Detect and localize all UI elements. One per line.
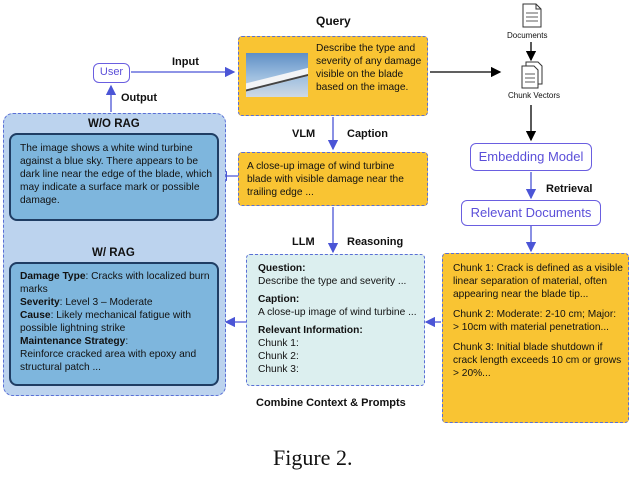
documents-label: Documents [507, 31, 548, 40]
w-rag-item: Severity: Level 3 – Moderate [20, 297, 153, 308]
query-box: Describe the type and severity of any da… [238, 36, 428, 116]
context-chunk: Chunk 1: [258, 338, 299, 349]
embedding-model-node: Embedding Model [470, 143, 592, 171]
context-caption-text: A close-up image of wind turbine ... [258, 307, 417, 318]
context-caption-label: Caption: [258, 294, 300, 305]
user-node: User [93, 63, 130, 83]
output-panel: W/O RAG The image shows a white wind tur… [3, 113, 226, 396]
wo-rag-box: The image shows a white wind turbine aga… [9, 133, 219, 221]
query-title: Query [316, 14, 351, 28]
relevant-info-label: Relevant Information: [258, 325, 363, 336]
llm-label: LLM [292, 236, 315, 248]
chunk-item: Chunk 2: Moderate: 2-10 cm; Major: > 10c… [453, 309, 617, 333]
chunks-panel: Chunk 1: Crack is defined as a visible l… [442, 253, 629, 423]
stacked-documents-icon [521, 61, 543, 89]
reasoning-label: Reasoning [347, 236, 404, 248]
combine-label: Combine Context & Prompts [256, 397, 406, 409]
question-text: Describe the type and severity ... [258, 276, 407, 287]
w-rag-item: Damage Type: Cracks with localized burn … [20, 271, 210, 295]
chunk-item: Chunk 1: Crack is defined as a visible l… [453, 263, 623, 300]
wo-rag-text: The image shows a white wind turbine aga… [20, 143, 212, 206]
context-chunk: Chunk 3: [258, 364, 299, 375]
wo-rag-title: W/O RAG [88, 118, 140, 130]
w-rag-item: Maintenance Strategy: [20, 336, 129, 347]
query-text: Describe the type and severity of any da… [316, 43, 422, 93]
input-label: Input [172, 56, 199, 68]
w-rag-item: Cause: Likely mechanical fatigue with po… [20, 310, 192, 334]
w-rag-box: Damage Type: Cracks with localized burn … [9, 262, 219, 386]
w-rag-title: W/ RAG [92, 247, 135, 259]
figure-caption: Figure 2. [273, 445, 353, 470]
wind-turbine-photo [246, 53, 308, 97]
retrieval-label: Retrieval [546, 183, 593, 195]
context-box: Question: Describe the type and severity… [246, 254, 425, 386]
output-label: Output [121, 92, 158, 104]
caption-text: A close-up image of wind turbine blade w… [247, 161, 404, 198]
relevant-documents-node: Relevant Documents [461, 200, 601, 226]
question-label: Question: [258, 263, 306, 274]
vlm-label: VLM [292, 128, 316, 140]
caption-label: Caption [347, 128, 388, 140]
chunk-vectors-label: Chunk Vectors [508, 91, 561, 100]
caption-box: A close-up image of wind turbine blade w… [238, 152, 428, 206]
context-chunk: Chunk 2: [258, 351, 299, 362]
document-icon [522, 3, 542, 28]
w-rag-item: Reinforce cracked area with epoxy and st… [20, 349, 197, 373]
chunk-item: Chunk 3: Initial blade shutdown if crack… [453, 342, 622, 379]
